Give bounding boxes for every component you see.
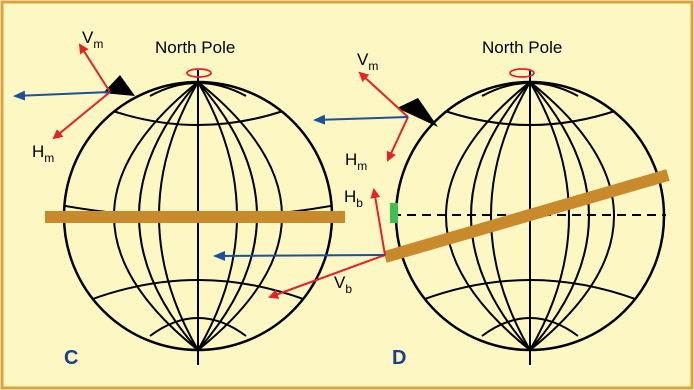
vb-label: Vb	[334, 273, 352, 296]
hm-label-right: Hm	[345, 150, 367, 173]
vm-arrow-left	[78, 43, 111, 93]
object-marker-right	[397, 98, 438, 127]
blue-arrow-belt	[213, 250, 386, 261]
green-mark	[390, 203, 398, 223]
north-pole-label-left: North Pole	[155, 38, 235, 57]
vm-label-right: Vm	[357, 50, 378, 73]
rotation-arrow-icon	[509, 68, 535, 78]
hb-arrow	[370, 188, 386, 256]
object-marker-left	[103, 75, 135, 96]
blue-arrow-right	[313, 114, 409, 125]
globe-left	[45, 68, 345, 365]
blue-arrow-left	[13, 90, 111, 101]
hm-label-left: Hm	[32, 142, 54, 165]
belt-right	[383, 169, 670, 263]
belt-left	[45, 211, 345, 223]
panel-label-d: D	[392, 347, 406, 369]
panel-label-c: C	[64, 347, 78, 369]
rotation-arrow-icon	[186, 68, 212, 78]
hb-label: Hb	[344, 187, 363, 210]
globe-right	[383, 68, 670, 365]
hm-arrow-left	[52, 91, 111, 140]
vb-arrow	[268, 254, 386, 299]
vm-label-left: Vm	[82, 28, 103, 51]
north-pole-label-right: North Pole	[482, 38, 562, 57]
hm-arrow-right	[386, 116, 409, 162]
vm-arrow-right	[358, 71, 409, 118]
